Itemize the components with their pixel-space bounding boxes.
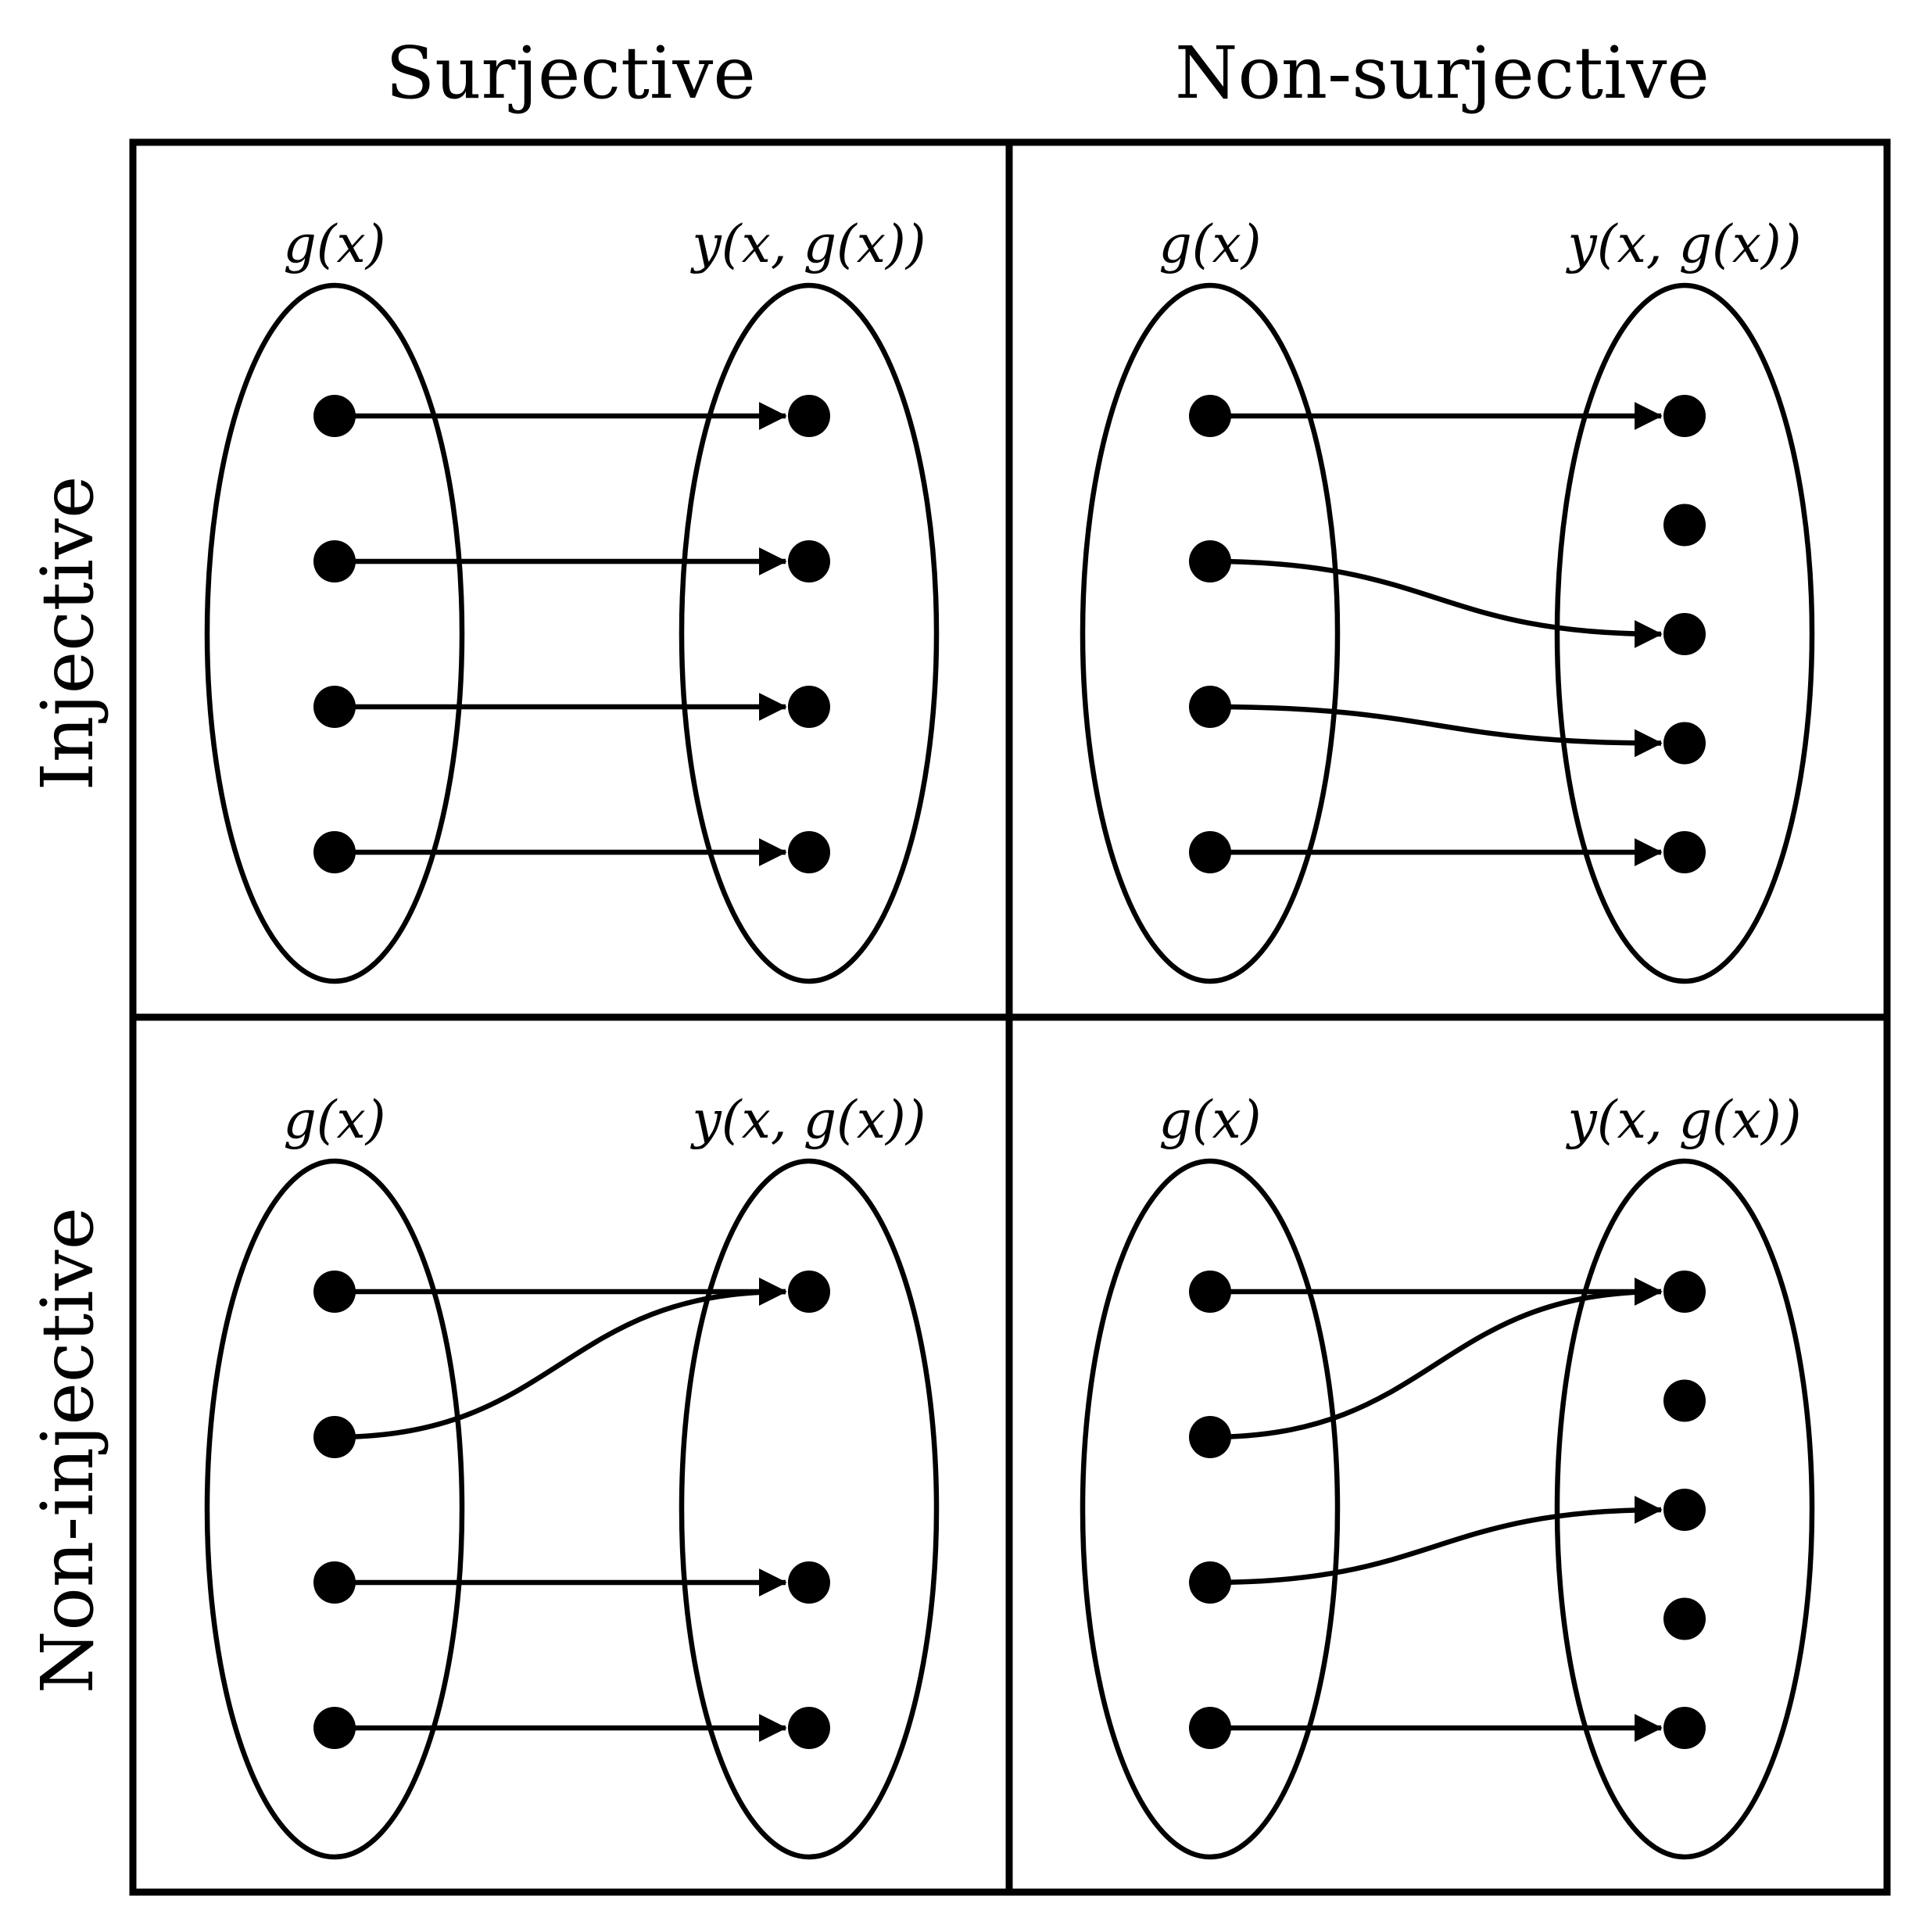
domain-element-1 <box>1189 395 1231 437</box>
domain-element-2 <box>1189 1416 1231 1458</box>
codomain-element-3 <box>1663 1489 1706 1531</box>
codomain-set-ellipse <box>1554 282 1815 984</box>
domain-element-4 <box>313 831 356 873</box>
mapping-arrow-3 <box>1209 1496 1663 1586</box>
panel-non-injective-non-surjective: g(x) y(x, g(x)) <box>1080 1090 1815 1860</box>
mapping-arrow-2 <box>1209 1278 1663 1440</box>
codomain-element-5 <box>1663 1707 1706 1749</box>
domain-element-3 <box>1189 1561 1231 1604</box>
panel-injective-non-surjective: g(x) y(x, g(x)) <box>1080 214 1815 984</box>
codomain-element-2 <box>788 540 830 582</box>
codomain-element-3 <box>1663 613 1706 655</box>
panel-injective-surjective: g(x) y(x, g(x)) <box>204 214 940 984</box>
domain-label: g(x) <box>284 1090 386 1150</box>
column-header-non-surjective: Non-surjective <box>1175 31 1710 115</box>
domain-label: g(x) <box>1159 1090 1262 1150</box>
codomain-element-4 <box>1663 1597 1706 1640</box>
domain-set-ellipse <box>1080 1158 1341 1860</box>
codomain-element-3 <box>788 1707 830 1749</box>
codomain-element-4 <box>788 831 830 873</box>
codomain-label: y(x, g(x)) <box>690 1090 926 1150</box>
codomain-label: y(x, g(x)) <box>1566 214 1802 274</box>
codomain-element-4 <box>1663 722 1706 765</box>
domain-label: g(x) <box>284 214 386 274</box>
domain-element-1 <box>1189 1271 1231 1313</box>
codomain-element-2 <box>1663 1379 1706 1422</box>
codomain-element-1 <box>1663 395 1706 437</box>
domain-set-ellipse <box>1080 282 1341 984</box>
mapping-arrow-2 <box>334 1278 787 1440</box>
domain-element-4 <box>313 1707 356 1749</box>
codomain-element-2 <box>1663 504 1706 547</box>
domain-set-ellipse <box>204 282 465 984</box>
codomain-element-1 <box>788 1271 830 1313</box>
domain-element-3 <box>313 686 356 728</box>
domain-element-2 <box>313 540 356 582</box>
column-header-surjective: Surjective <box>385 31 756 115</box>
domain-label: g(x) <box>1159 214 1262 274</box>
domain-element-3 <box>1189 686 1231 728</box>
codomain-label: y(x, g(x)) <box>690 214 926 274</box>
row-header-injective: Injective <box>26 476 109 791</box>
domain-element-4 <box>1189 1707 1231 1749</box>
row-header-non-injective: Non-injective <box>26 1207 109 1694</box>
domain-set-ellipse <box>204 1158 465 1860</box>
codomain-element-5 <box>1663 831 1706 873</box>
codomain-element-3 <box>788 686 830 728</box>
panel-non-injective-surjective: g(x) y(x, g(x)) <box>204 1090 940 1860</box>
domain-element-2 <box>313 1416 356 1458</box>
codomain-element-1 <box>788 395 830 437</box>
domain-element-1 <box>313 395 356 437</box>
domain-element-1 <box>313 1271 356 1313</box>
mapping-arrow-2 <box>1209 558 1663 648</box>
codomain-label: y(x, g(x)) <box>1566 1090 1802 1150</box>
codomain-set-ellipse <box>1554 1158 1815 1860</box>
codomain-set-ellipse <box>679 282 940 984</box>
codomain-element-2 <box>788 1561 830 1604</box>
mapping-arrow-3 <box>1209 704 1663 758</box>
domain-element-4 <box>1189 831 1231 873</box>
codomain-element-1 <box>1663 1271 1706 1313</box>
domain-element-2 <box>1189 540 1231 582</box>
domain-element-3 <box>313 1561 356 1604</box>
codomain-set-ellipse <box>679 1158 940 1860</box>
